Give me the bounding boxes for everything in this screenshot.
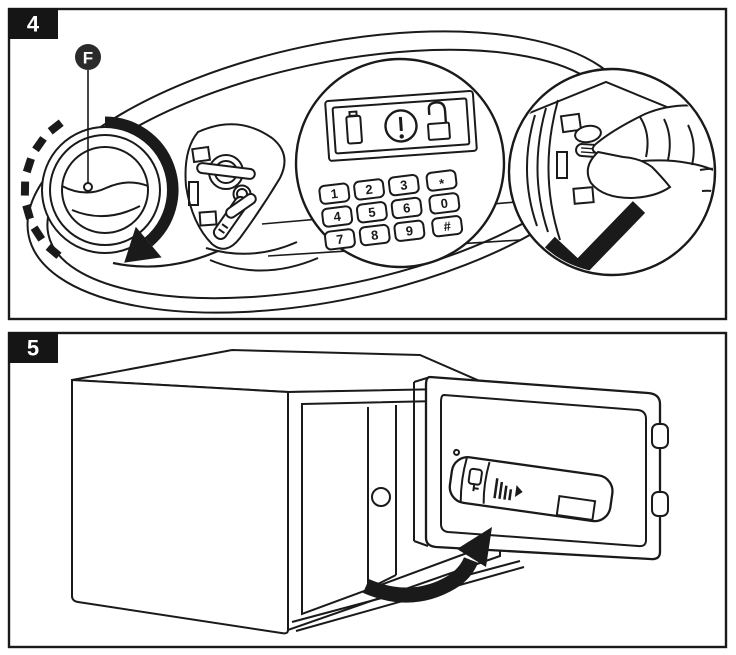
- lock-bolt-top: [651, 423, 669, 449]
- step-5-badge: [8, 332, 58, 363]
- key-0: [428, 192, 461, 215]
- plate-button-bottom-zoom: [572, 186, 595, 205]
- keypad-row-1: [318, 169, 458, 205]
- dial-knob: [41, 126, 169, 254]
- keypad: 1 2 3 * 4 5 6 0 7 8 9 #: [318, 169, 464, 251]
- battery-cover: [448, 448, 614, 523]
- key-1: [318, 182, 351, 205]
- key-6-label: 6: [402, 200, 411, 216]
- cover-pin: [453, 448, 461, 456]
- unlock-icon: [427, 101, 451, 141]
- callout-bubble: [75, 44, 101, 70]
- key-4: [321, 205, 354, 228]
- open-door-arrow-icon: [363, 527, 492, 603]
- key-4-label: 4: [333, 209, 343, 225]
- key-star: [425, 169, 458, 192]
- keypad-callout-circle: 1 2 3 * 4 5 6 0 7 8 9 #: [294, 57, 506, 269]
- panel-5-art: [71, 348, 669, 635]
- plate-button-top-zoom: [559, 112, 583, 134]
- plate-button-bottom: [198, 210, 218, 227]
- key-8-label: 8: [370, 227, 379, 243]
- keypad-row-2: [321, 192, 461, 228]
- keypad-labels: 1 2 3 * 4 5 6 0 7 8 9 #: [330, 176, 453, 248]
- battery-icon: [345, 110, 363, 145]
- step-4-badge: [8, 8, 58, 39]
- panel-step-4: 1 2 3 * 4 5 6 0 7 8 9 #: [7, 7, 728, 321]
- door-inner-panel: [440, 393, 647, 548]
- key-hole-icon: [467, 467, 483, 492]
- key-1-label: 1: [330, 186, 339, 202]
- hand-callout-circle: [507, 67, 717, 277]
- door-thickness-edge: [413, 377, 429, 547]
- hand-callout-content: [525, 80, 713, 273]
- plate-slot-zoom: [556, 151, 568, 179]
- keypad-row-3: [324, 215, 464, 251]
- plate-slot: [188, 181, 199, 206]
- key-in-lock-icon: [184, 123, 286, 250]
- rotation-arrow-icon: [104, 116, 179, 263]
- hand-turning-key-icon: [586, 104, 713, 200]
- key-7-label: 7: [335, 231, 344, 247]
- callout-f: [75, 44, 101, 183]
- key-2-label: 2: [365, 182, 374, 198]
- step-4-number: 4: [27, 12, 40, 37]
- key-8: [358, 223, 391, 247]
- key-7: [324, 228, 356, 251]
- lock-bolt-bottom: [651, 491, 669, 517]
- key-9-label: 9: [405, 223, 414, 239]
- key-bow-edge: [196, 162, 256, 180]
- key-star-label: *: [438, 176, 446, 192]
- key-6: [390, 196, 423, 220]
- key-hash: [431, 215, 464, 238]
- key-5: [355, 201, 388, 224]
- key-5-label: 5: [367, 204, 376, 220]
- key-0-label: 0: [440, 195, 449, 211]
- second-key: [225, 192, 257, 219]
- door-handle-line: [112, 249, 219, 268]
- dial-index-dot: [83, 182, 93, 192]
- signal-bars-icon: [493, 478, 523, 501]
- step-5-number: 5: [27, 336, 39, 361]
- key-3: [387, 174, 420, 197]
- key-hash-label: #: [443, 218, 453, 234]
- hand-thumb: [586, 150, 672, 200]
- bolt-hole: [371, 487, 391, 507]
- dial-dash-marks: [20, 119, 64, 259]
- key-2: [353, 178, 385, 201]
- display-screen: [324, 90, 478, 162]
- panel-step-5: 5: [7, 331, 728, 649]
- callout-f-label: F: [83, 49, 93, 68]
- safe-left-face: [71, 378, 289, 635]
- cover-label: [555, 495, 597, 522]
- plate-button-top: [191, 145, 212, 164]
- alert-icon: [384, 109, 418, 143]
- key-3-label: 3: [399, 177, 408, 193]
- key-9: [393, 219, 426, 242]
- panel-4-art: 1 2 3 * 4 5 6 0 7 8 9 #: [20, 30, 717, 314]
